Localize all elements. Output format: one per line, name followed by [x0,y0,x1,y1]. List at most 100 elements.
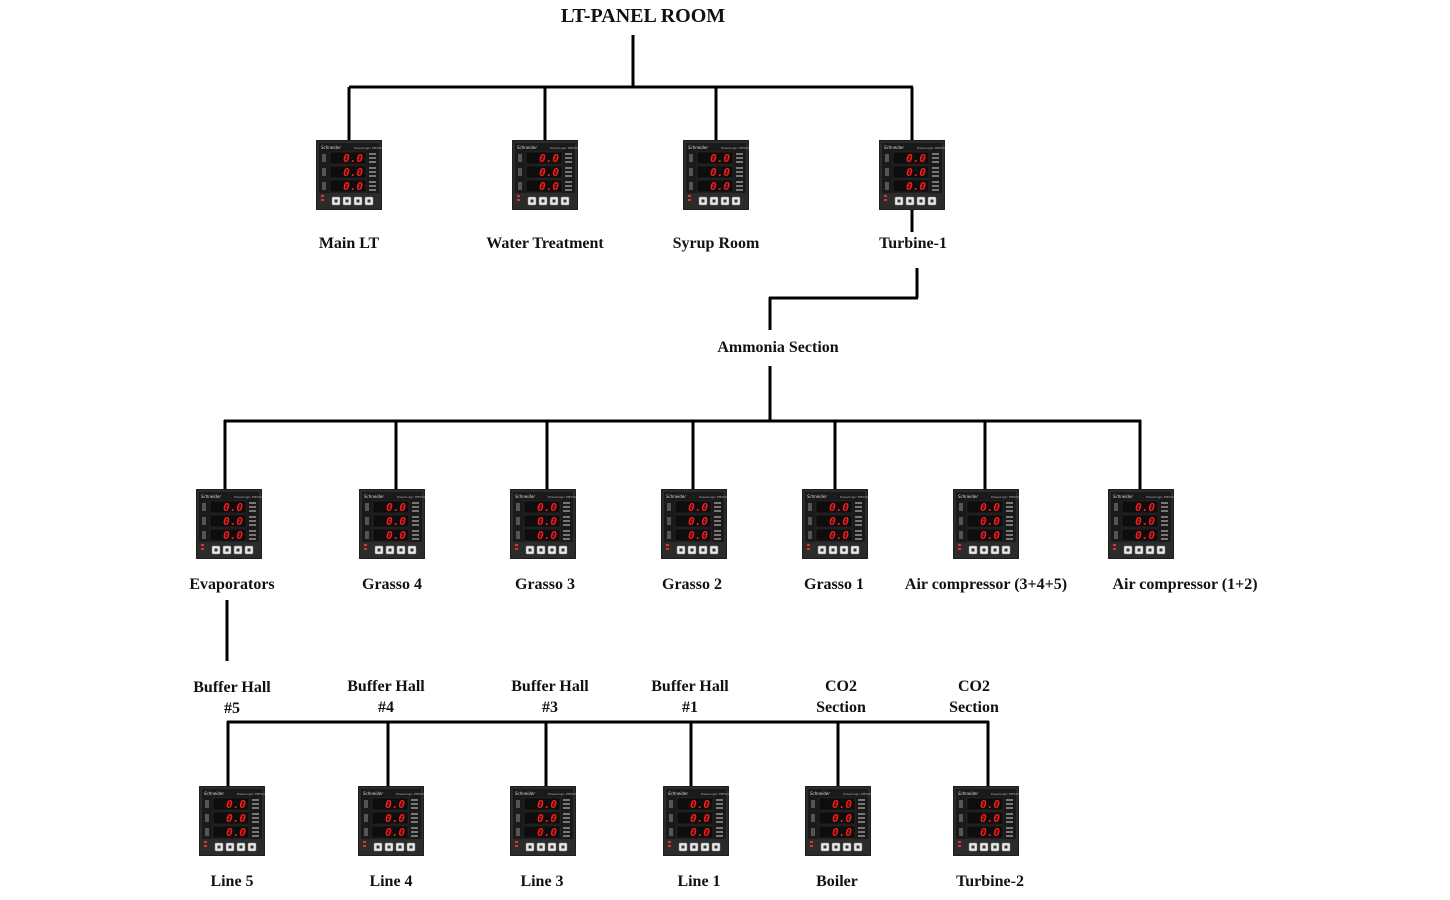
meter-model-text: PowerLogic PM5000 [991,792,1019,796]
meter-model-text: PowerLogic PM5000 [548,792,576,796]
node-label-line-4: Line 4 [369,873,413,890]
meter-brand-text: Schneider [363,791,383,796]
buffer-hall-1-line1: Buffer Hall [651,678,729,695]
meter-reading-digits: 0.0 [906,152,926,165]
meter-reading-digits: 0.0 [343,166,363,179]
meter-reading-digits: 0.0 [710,166,730,179]
meter-model-text: PowerLogic PM5000 [548,495,576,499]
node-label-water-treatment: Water Treatment [486,235,604,252]
diagram-title: LT-PANEL ROOM [560,5,726,27]
meter-reading-digits: 0.0 [537,515,557,528]
node-label-turbine-1: Turbine-1 [879,235,947,252]
meter-reading-digits: 0.0 [537,529,557,542]
meter-reading-digits: 0.0 [223,515,243,528]
node-label-air-compressor-12: Air compressor (1+2) [1112,576,1258,593]
meter-reading-digits: 0.0 [343,180,363,193]
meter-reading-digits: 0.0 [710,180,730,193]
meter-reading-digits: 0.0 [688,529,708,542]
meter-reading-digits: 0.0 [386,529,406,542]
meter-model-text: PowerLogic PM5000 [396,792,424,796]
co2-section-b-line2: Section [949,699,999,716]
buffer-hall-3-line1: Buffer Hall [511,678,589,695]
node-label-grasso-2: Grasso 2 [662,576,722,593]
meter-model-text: PowerLogic PM5000 [840,495,868,499]
meter-reading-digits: 0.0 [386,501,406,514]
meter-reading-digits: 0.0 [980,798,1000,811]
meter-reading-digits: 0.0 [539,166,559,179]
buffer-hall-3-line2: #3 [542,699,558,716]
meter-reading-digits: 0.0 [537,501,557,514]
node-label-ammonia-section: Ammonia Section [717,339,839,356]
meter-reading-digits: 0.0 [1135,515,1155,528]
meter-reading-digits: 0.0 [832,826,852,839]
meter-brand-text: Schneider [807,494,827,499]
meter-model-text: PowerLogic PM5000 [550,146,578,150]
node-label-buffer-hall-3: Buffer Hall #3 [490,676,610,718]
buffer-hall-5-line1: Buffer Hall [193,679,271,696]
meter-reading-digits: 0.0 [980,501,1000,514]
node-label-grasso-4: Grasso 4 [362,576,422,593]
meter-brand-text: Schneider [321,145,341,150]
meter-model-text: PowerLogic PM5000 [699,495,727,499]
meter-model-text: PowerLogic PM5000 [237,792,265,796]
meter-brand-text: Schneider [201,494,221,499]
buffer-hall-4-line1: Buffer Hall [347,678,425,695]
meter-reading-digits: 0.0 [690,812,710,825]
meter-model-text: PowerLogic PM5000 [721,146,749,150]
node-label-boiler: Boiler [816,873,858,890]
buffer-hall-5-line2: #5 [224,700,240,717]
meter-reading-digits: 0.0 [832,798,852,811]
node-label-grasso-1: Grasso 1 [804,576,864,593]
meter-brand-text: Schneider [884,145,904,150]
meter-model-text: PowerLogic PM5000 [1146,495,1174,499]
meter-brand-text: Schneider [515,494,535,499]
meter-model-text: PowerLogic PM5000 [397,495,425,499]
node-label-turbine-2: Turbine-2 [956,873,1024,890]
meter-model-text: PowerLogic PM5000 [991,495,1019,499]
meter-reading-digits: 0.0 [980,812,1000,825]
meter-brand-text: Schneider [204,791,224,796]
node-label-co2-section-b: CO2 Section [914,676,1034,718]
buffer-hall-1-line2: #1 [682,699,698,716]
meter-brand-text: Schneider [1113,494,1133,499]
meter-reading-digits: 0.0 [688,501,708,514]
meter-reading-digits: 0.0 [906,166,926,179]
meter-reading-digits: 0.0 [832,812,852,825]
node-label-buffer-hall-5: Buffer Hall #5 [172,677,292,719]
meter-model-text: PowerLogic PM5000 [843,792,871,796]
meter-reading-digits: 0.0 [385,798,405,811]
meter-reading-digits: 0.0 [690,826,710,839]
meter-reading-digits: 0.0 [829,515,849,528]
node-label-line-5: Line 5 [210,873,254,890]
meter-reading-digits: 0.0 [226,798,246,811]
meter-reading-digits: 0.0 [688,515,708,528]
meter-reading-digits: 0.0 [385,812,405,825]
meter-reading-digits: 0.0 [537,812,557,825]
meter-reading-digits: 0.0 [537,798,557,811]
buffer-hall-4-line2: #4 [378,699,394,716]
meter-reading-digits: 0.0 [1135,529,1155,542]
